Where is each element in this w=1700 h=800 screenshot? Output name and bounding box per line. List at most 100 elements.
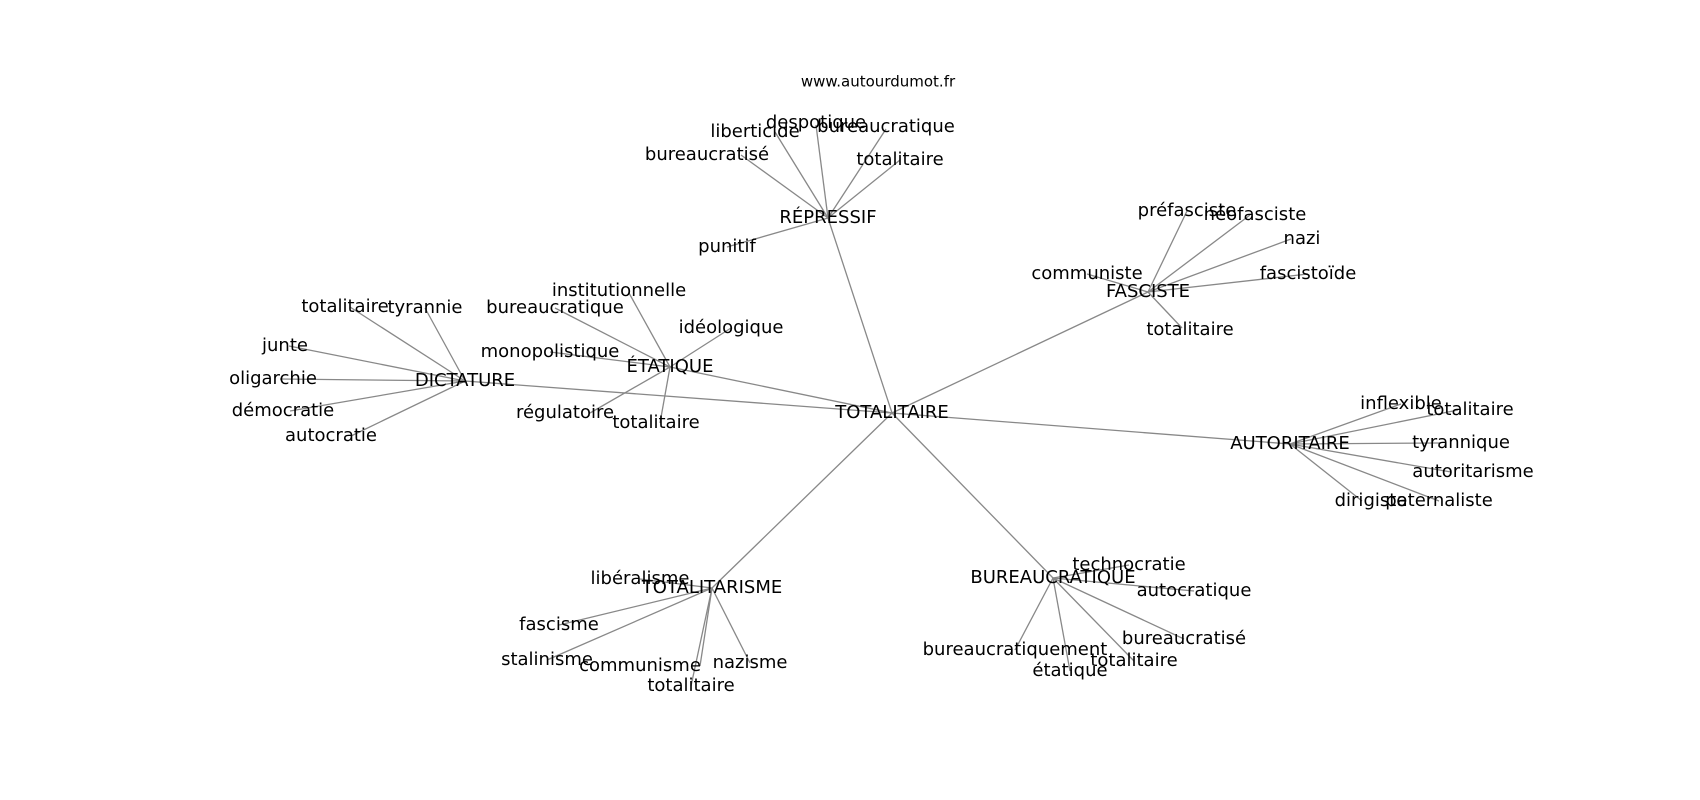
edge-h_eta-3	[549, 351, 671, 368]
edge-h_dic-5	[350, 380, 466, 437]
edge-h_aut-0	[1289, 403, 1402, 445]
word-node[interactable]: libéralisme	[591, 568, 690, 589]
edge-h_tot-4	[711, 587, 751, 664]
edge-h_tot-3	[699, 587, 713, 667]
edge-h_bur-0	[1052, 564, 1130, 579]
word-node[interactable]: monopolistique	[481, 341, 620, 362]
word-node[interactable]: communiste	[1031, 263, 1142, 284]
labels-layer: despotiquebureaucratiqueliberticideburea…	[229, 112, 1534, 696]
edge-center-h_rep	[827, 217, 893, 414]
word-node[interactable]: institutionnelle	[552, 280, 686, 301]
word-node[interactable]: étatique	[1032, 660, 1107, 681]
source-url: www.autourdumot.fr	[801, 73, 956, 91]
hub-node[interactable]: ÉTATIQUE	[627, 355, 714, 377]
word-node[interactable]: nazisme	[713, 652, 788, 673]
edge-h_rep-0	[815, 124, 829, 219]
edge-h_eta-5	[659, 366, 671, 424]
word-node[interactable]: préfasciste	[1138, 200, 1237, 221]
edge-h_fas-2	[1147, 238, 1292, 293]
edge-h_tot-5	[690, 587, 713, 687]
edge-h_aut-5	[1289, 443, 1440, 502]
center-node[interactable]: TOTALITAIRE	[834, 402, 949, 423]
word-node[interactable]: totalitaire	[647, 675, 734, 696]
edge-h_aut-2	[1289, 442, 1441, 445]
edge-h_eta-4	[589, 366, 671, 414]
hub-node[interactable]: AUTORITAIRE	[1230, 433, 1350, 454]
edge-h_aut-4	[1289, 443, 1363, 502]
hub-node[interactable]: DICTATURE	[415, 370, 515, 391]
word-node[interactable]: totalitaire	[1426, 399, 1513, 420]
edge-h_tot-0	[639, 578, 713, 589]
word-node[interactable]: néofasciste	[1204, 204, 1307, 225]
word-node[interactable]: fascisme	[519, 614, 599, 635]
word-node[interactable]: autoritarisme	[1412, 461, 1533, 482]
edge-h_fas-4	[1147, 273, 1309, 293]
edge-h_fas-3	[1086, 273, 1149, 293]
edge-h_fas-0	[1147, 210, 1188, 293]
word-node[interactable]: punitif	[698, 236, 756, 257]
edge-h_dic-2	[288, 345, 466, 382]
word-node[interactable]: nazi	[1284, 228, 1321, 249]
word-node[interactable]: technocratie	[1072, 554, 1185, 575]
hub-node[interactable]: TOTALITARISME	[641, 577, 782, 598]
edge-h_dic-0	[349, 306, 466, 382]
edge-h_dic-4	[289, 380, 466, 412]
edge-h_bur-2	[1052, 577, 1185, 640]
edge-h_rep-3	[740, 154, 829, 219]
word-node[interactable]: régulatoire	[516, 402, 614, 423]
word-node[interactable]: totalitaire	[1090, 650, 1177, 671]
edge-h_bur-5	[1052, 577, 1135, 662]
word-node[interactable]: inflexible	[1360, 393, 1442, 414]
hub-node[interactable]: FASCISTE	[1106, 281, 1190, 302]
word-node[interactable]: totalitaire	[301, 296, 388, 317]
word-node[interactable]: dirigiste	[1335, 490, 1408, 511]
edge-center-h_eta	[669, 366, 893, 414]
edge-h_fas-1	[1147, 214, 1251, 293]
edge-h_tot-2	[546, 587, 713, 661]
word-node[interactable]: totalitaire	[856, 149, 943, 170]
edge-h_rep-2	[774, 131, 829, 219]
word-node[interactable]: bureaucratiquement	[923, 639, 1108, 660]
word-node[interactable]: bureaucratisé	[645, 144, 769, 165]
word-node[interactable]: junte	[261, 335, 308, 356]
edge-h_tot-1	[558, 587, 713, 626]
edge-h_fas-5	[1147, 291, 1183, 329]
edge-h_aut-3	[1289, 443, 1452, 473]
word-node[interactable]: bureaucratique	[486, 297, 624, 318]
word-node[interactable]: autocratique	[1137, 580, 1252, 601]
word-node[interactable]: oligarchie	[229, 368, 317, 389]
edge-h_rep-4	[827, 159, 901, 219]
edge-h_aut-1	[1289, 409, 1459, 445]
word-node[interactable]: liberticide	[710, 121, 799, 142]
edge-h_eta-1	[554, 307, 671, 368]
edge-h_bur-1	[1052, 577, 1195, 592]
word-node[interactable]: despotique	[766, 112, 866, 133]
edge-h_bur-3	[1014, 577, 1054, 651]
word-node[interactable]: paternaliste	[1385, 490, 1493, 511]
hub-node[interactable]: RÉPRESSIF	[779, 206, 876, 228]
edge-h_eta-0	[628, 292, 671, 368]
hub-node[interactable]: BUREAUCRATIQUE	[970, 567, 1135, 588]
word-node[interactable]: démocratie	[232, 400, 335, 421]
edges-layer	[279, 124, 1459, 687]
edge-h_bur-4	[1052, 577, 1071, 672]
edge-h_dic-1	[424, 307, 466, 382]
word-node[interactable]: tyrannie	[387, 297, 462, 318]
word-node[interactable]: bureaucratisé	[1122, 628, 1246, 649]
word-node[interactable]: fascistoïde	[1260, 263, 1357, 284]
word-node[interactable]: tyrannique	[1412, 432, 1510, 453]
edge-h_eta-2	[669, 327, 732, 368]
word-node[interactable]: communisme	[579, 655, 701, 676]
word-node[interactable]: totalitaire	[612, 412, 699, 433]
word-node[interactable]: stalinisme	[501, 649, 593, 670]
word-node[interactable]: bureaucratique	[817, 116, 955, 137]
word-node[interactable]: autocratie	[285, 425, 377, 446]
word-node[interactable]: idéologique	[679, 317, 784, 338]
edge-h_dic-3	[279, 378, 466, 382]
word-node[interactable]: totalitaire	[1146, 319, 1233, 340]
edge-center-h_dic	[464, 380, 893, 414]
edge-center-h_bur	[891, 412, 1054, 579]
edge-center-h_fas	[891, 291, 1149, 414]
edge-center-h_aut	[891, 412, 1291, 445]
